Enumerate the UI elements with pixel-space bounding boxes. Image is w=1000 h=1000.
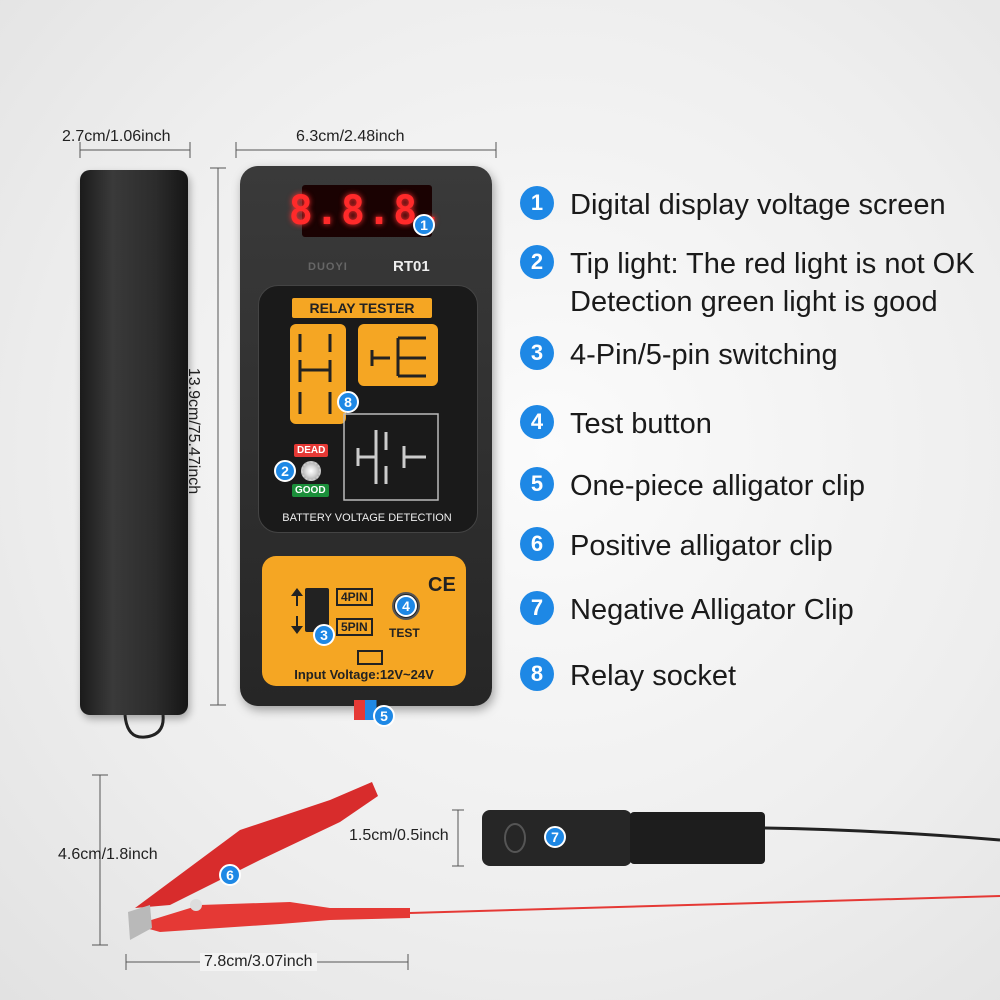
feature-5: 5 One-piece alligator clip <box>520 467 865 505</box>
battery-detection-label: BATTERY VOLTAGE DETECTION <box>282 512 452 524</box>
feature-text: Digital display voltage screen <box>570 189 946 221</box>
feature-2: 2 Tip light: The red light is not OK Det… <box>520 245 975 321</box>
test-label: TEST <box>389 626 420 640</box>
badge-8: 8 <box>337 391 359 413</box>
feature-text: Positive alligator clip <box>570 530 833 562</box>
feature-6: 6 Positive alligator clip <box>520 527 833 565</box>
badge-7: 7 <box>544 826 566 848</box>
feature-4: 4 Test button <box>520 405 712 443</box>
side-cable <box>123 714 165 739</box>
feature-text: One-piece alligator clip <box>570 470 865 502</box>
pin4-label: 4PIN <box>336 588 373 606</box>
front-width-label: 6.3cm/2.48inch <box>296 128 405 145</box>
badge-1: 1 <box>413 214 435 236</box>
feature-number: 5 <box>520 467 554 501</box>
feature-8: 8 Relay socket <box>520 657 736 695</box>
good-label: GOOD <box>292 484 329 497</box>
relay-socket <box>290 324 439 501</box>
brand-logo: DUOYI <box>308 261 348 273</box>
clip-height-label: 4.6cm/1.8inch <box>58 846 158 863</box>
feature-number: 1 <box>520 186 554 220</box>
feature-number: 3 <box>520 336 554 370</box>
clip-length-label: 7.8cm/3.07inch <box>200 953 317 971</box>
badge-5: 5 <box>373 705 395 727</box>
indicator-led <box>301 461 321 481</box>
relay-tester-title: RELAY TESTER <box>292 298 432 318</box>
feature-text: Negative Alligator Clip <box>570 594 854 626</box>
feature-text: Relay socket <box>570 660 737 692</box>
model-label: RT01 <box>393 258 430 275</box>
neg-clip-width-label: 1.5cm/0.5inch <box>349 827 449 844</box>
feature-text: Detection green light is good <box>570 286 938 318</box>
feature-text: 4-Pin/5-pin switching <box>570 339 838 371</box>
switch-arrows-icon <box>291 588 303 634</box>
dead-label: DEAD <box>294 444 329 457</box>
feature-7: 7 Negative Alligator Clip <box>520 591 854 629</box>
feature-number: 2 <box>520 245 554 279</box>
feature-number: 8 <box>520 657 554 691</box>
feature-text: Tip light: The red light is not OK <box>570 248 975 280</box>
feature-1: 1 Digital display voltage screen <box>520 186 946 224</box>
feature-text: Test button <box>570 408 712 440</box>
side-width-label: 2.7cm/1.06inch <box>62 128 171 145</box>
input-voltage-label: Input Voltage:12V~24V <box>294 667 434 682</box>
feature-3: 3 4-Pin/5-pin switching <box>520 336 838 374</box>
battery-icon <box>357 650 383 665</box>
badge-4: 4 <box>395 595 417 617</box>
badge-6: 6 <box>219 864 241 886</box>
feature-number: 4 <box>520 405 554 439</box>
feature-number: 7 <box>520 591 554 625</box>
feature-number: 6 <box>520 527 554 561</box>
pin5-label: 5PIN <box>336 618 373 636</box>
badge-3: 3 <box>313 624 335 646</box>
ce-mark: CE <box>428 574 456 596</box>
device-side-view <box>80 170 188 715</box>
badge-2: 2 <box>274 460 296 482</box>
